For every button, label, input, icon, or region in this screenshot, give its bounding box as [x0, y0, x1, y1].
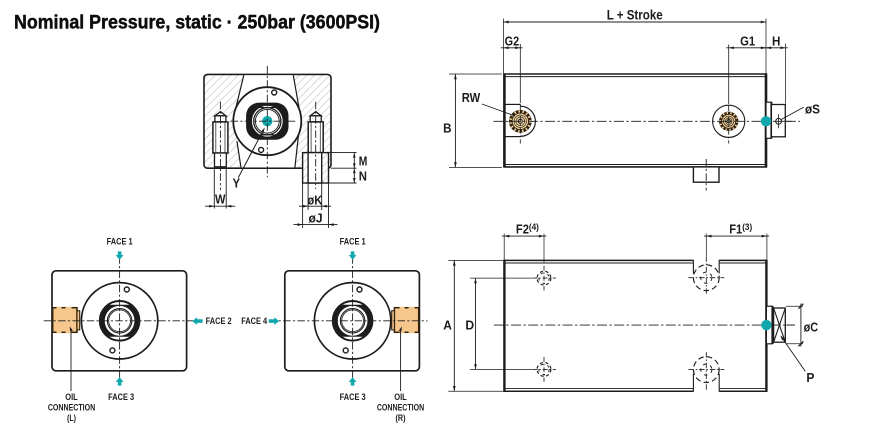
svg-text:CONNECTION: CONNECTION [48, 403, 95, 413]
svg-text:øS: øS [805, 101, 820, 116]
svg-text:OIL: OIL [65, 392, 78, 402]
svg-text:G2: G2 [505, 35, 520, 49]
svg-text:RW: RW [462, 90, 481, 105]
svg-text:N: N [359, 169, 367, 183]
svg-text:B: B [443, 120, 451, 135]
svg-text:øJ: øJ [309, 212, 323, 226]
svg-text:CONNECTION: CONNECTION [377, 403, 424, 413]
svg-text:FACE 1: FACE 1 [107, 236, 133, 246]
svg-text:A: A [443, 317, 452, 332]
svg-text:OIL: OIL [394, 392, 407, 402]
svg-text:D: D [465, 317, 474, 332]
svg-text:P: P [806, 371, 814, 385]
svg-text:F2(4): F2(4) [516, 222, 539, 237]
svg-text:W: W [215, 192, 226, 206]
svg-text:FACE 3: FACE 3 [340, 392, 366, 402]
svg-text:FACE 1: FACE 1 [340, 236, 366, 246]
svg-text:Y: Y [233, 177, 241, 191]
svg-text:L + Stroke: L + Stroke [607, 7, 663, 22]
svg-text:F1(3): F1(3) [729, 222, 752, 237]
svg-text:M: M [359, 155, 368, 169]
svg-text:øC: øC [804, 320, 819, 334]
svg-text:øK: øK [307, 193, 322, 207]
svg-text:FACE 4: FACE 4 [241, 316, 267, 326]
svg-text:Nominal Pressure, static · 250: Nominal Pressure, static · 250bar (3600P… [14, 12, 380, 34]
svg-text:G1: G1 [740, 35, 755, 49]
svg-text:(R): (R) [396, 413, 406, 423]
svg-text:FACE 2: FACE 2 [206, 316, 232, 326]
svg-text:(L): (L) [67, 413, 76, 423]
svg-text:FACE 3: FACE 3 [108, 392, 134, 402]
svg-text:H: H [772, 35, 780, 49]
